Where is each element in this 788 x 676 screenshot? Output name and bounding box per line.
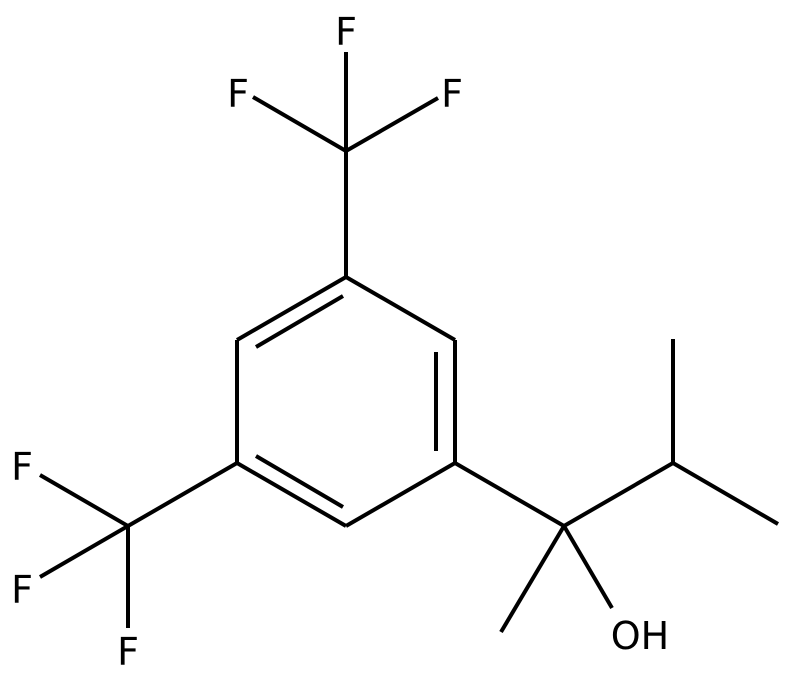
bond-c-f-right (345, 96, 439, 153)
lower-trifluoromethyl-group (38, 461, 239, 628)
bond-carbinol-to-isopropyl (562, 461, 675, 528)
bond-carbinol-hydroxyl (562, 524, 614, 610)
ring-bond-upperleft-top (235, 275, 348, 342)
bond-isopropyl-methyl-right (671, 461, 780, 526)
fluorine-label-bottom: F (117, 630, 139, 674)
bond-carbinol-methyl (499, 524, 566, 634)
ring-bond-bottom-lowerleft (235, 461, 348, 528)
ring-double-bond-inner-top (254, 294, 345, 349)
ring-double-bond-inner-bottom (254, 454, 345, 509)
bond-ring-to-cf3-bottom (126, 461, 239, 528)
benzene-ring (235, 275, 457, 528)
fluorine-label-left-lower: F (11, 568, 33, 612)
side-chain (453, 339, 780, 634)
fluorine-label-top-left: F (227, 72, 249, 116)
bond-c-f-left (251, 95, 348, 153)
ring-bond-lowerright-bottom (344, 461, 457, 528)
fluorine-label-top-right: F (441, 72, 463, 116)
bond-c-f-lowerleft (38, 524, 130, 579)
fluorine-label-left-upper: F (11, 445, 33, 489)
upper-trifluoromethyl-group (251, 52, 439, 277)
ring-bond-top-upperright (344, 275, 457, 342)
bond-c-f-upperleft (38, 473, 130, 528)
fluorine-label-top: F (335, 10, 357, 54)
hydroxyl-label: OH (611, 614, 669, 658)
bond-ring-to-carbinol (453, 461, 566, 528)
